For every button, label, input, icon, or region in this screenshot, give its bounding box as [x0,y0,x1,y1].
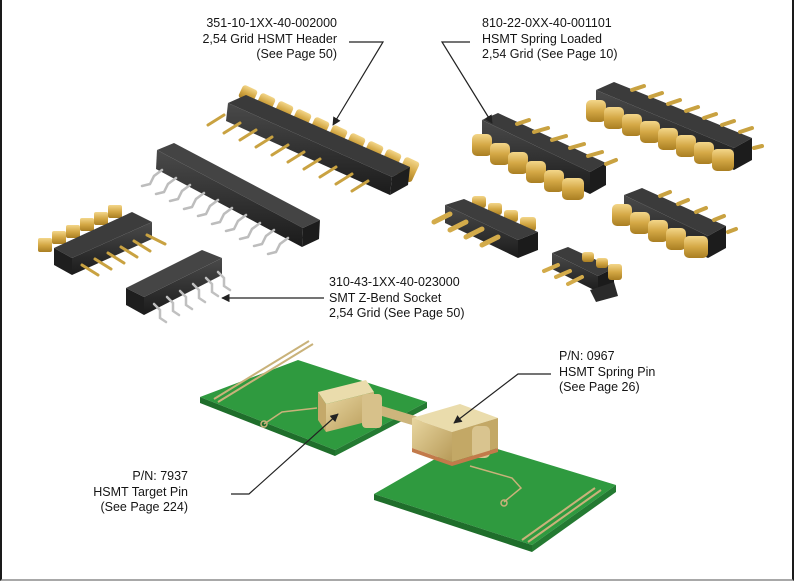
hsmt-header-351-image [206,85,420,195]
leader-lines [221,41,551,495]
leader-spring-pin [453,373,551,424]
page-reference: (See Page 26) [559,380,640,394]
spring-loaded-3pos-image [542,247,622,302]
spring-loaded-6pos-image [472,113,618,200]
zbend-socket-short-image [126,250,232,324]
page-reference: 2,54 Grid (See Page 10) [482,47,618,61]
pcb-assembly-image [200,340,616,552]
part-number: P/N: 0967 [559,349,615,363]
part-number: 810-22-0XX-40-001101 [482,16,612,30]
callout-spring-pin: P/N: 0967 HSMT Spring Pin (See Page 26) [559,349,655,396]
description: 2,54 Grid HSMT Header [202,31,337,46]
hsmt-header-short-image [38,205,167,277]
spring-loaded-8pos-image [586,82,764,171]
part-number: 310-43-1XX-40-023000 [329,275,460,289]
leader-header [332,41,385,126]
part-number: 351-10-1XX-40-002000 [206,16,337,30]
description: HSMT Spring Loaded [482,31,602,46]
callout-zbend-socket: 310-43-1XX-40-023000 SMT Z-Bend Socket 2… [329,275,465,322]
leader-spring-loaded [440,41,493,124]
leader-target-pin [231,413,339,495]
part-number: P/N: 7937 [132,469,188,483]
callout-hsmt-header: 351-10-1XX-40-002000 2,54 Grid HSMT Head… [202,16,337,63]
page-reference: (See Page 50) [256,47,337,61]
description: SMT Z-Bend Socket [329,290,442,305]
description: HSMT Spring Pin [559,364,656,379]
callout-target-pin: P/N: 7937 HSMT Target Pin (See Page 224) [93,469,188,516]
spring-loaded-4pos-image [431,196,538,258]
description: HSMT Target Pin [93,484,188,499]
callout-spring-loaded: 810-22-0XX-40-001101 HSMT Spring Loaded … [482,16,618,63]
page-reference: (See Page 224) [100,500,188,514]
page-reference: 2,54 Grid (See Page 50) [329,306,465,320]
zbend-socket-long-image [140,143,320,256]
spring-loaded-5pos-image [612,188,738,258]
